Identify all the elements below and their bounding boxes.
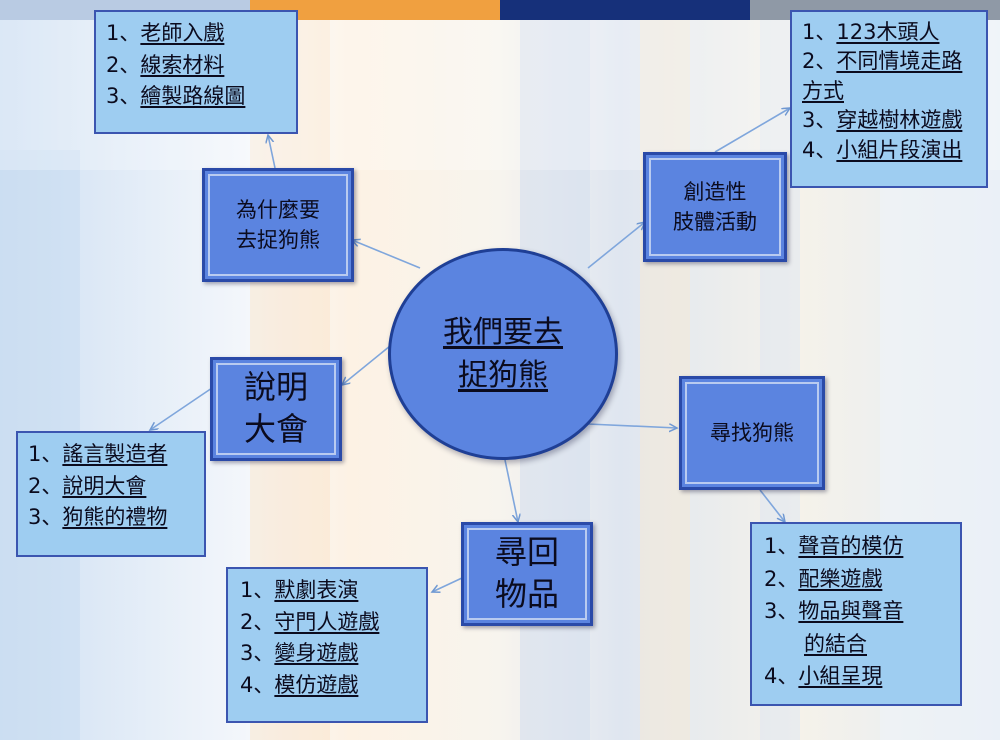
list-item[interactable]: 4、小組片段演出 [802, 137, 963, 162]
list-item[interactable]: 1、老師入戲 [106, 21, 225, 45]
arrow-find-to-list [759, 489, 785, 522]
node-creative-line-1: 創造性 [683, 179, 747, 204]
center-topic-line-2: 捉狗熊 [458, 358, 548, 393]
list-creative: 1、123木頭人 2、不同情境走路方式 3、穿越樹林遊戲 4、小組片段演出 [790, 10, 988, 188]
arrow-center-to-retrieve [504, 459, 518, 522]
list-retrieve: 1、默劇表演 2、守門人遊戲 3、變身遊戲 4、模仿遊戲 [226, 567, 428, 723]
top-bar-segment [500, 0, 750, 20]
list-item[interactable]: 2、配樂遊戲 [764, 566, 883, 591]
list-item[interactable]: 3、物品與聲音 [764, 599, 904, 624]
node-explain-line-2: 大會 [243, 410, 308, 448]
list-item[interactable]: 4、小組呈現 [764, 664, 883, 689]
list-item[interactable]: 2、說明大會 [28, 473, 147, 498]
list-item[interactable]: 4、模仿遊戲 [240, 672, 359, 697]
arrow-center-to-why [352, 240, 421, 269]
arrow-explain-to-list [150, 387, 213, 430]
arrow-center-to-creative [587, 222, 645, 269]
center-topic-line-1: 我們要去 [443, 314, 563, 350]
list-item[interactable]: 的結合 [804, 631, 867, 656]
list-item[interactable]: 1、聲音的模仿 [764, 534, 904, 558]
list-item[interactable]: 3、變身遊戲 [240, 641, 359, 665]
node-creative-line-2: 肢體活動 [673, 210, 757, 234]
node-find-bear-line-1: 尋找狗熊 [710, 420, 794, 445]
arrow-creative-to-list [714, 108, 790, 153]
arrow-center-to-explain [342, 345, 391, 385]
list-item[interactable]: 3、穿越樹林遊戲 [802, 108, 963, 133]
node-creative[interactable]: 創造性 肢體活動 [643, 152, 787, 262]
arrow-center-to-find [587, 423, 677, 428]
list-item[interactable]: 3、狗熊的禮物 [28, 505, 168, 529]
node-why[interactable]: 為什麼要 去捉狗熊 [202, 168, 354, 282]
arrow-retrieve-to-list [432, 577, 463, 592]
list-item[interactable]: 2、守門人遊戲 [240, 609, 380, 634]
list-item[interactable]: 3、繪製路線圖 [106, 84, 246, 108]
list-explain: 1、謠言製造者 2、說明大會 3、狗熊的禮物 [16, 431, 206, 557]
arrow-why-to-list [268, 135, 276, 169]
node-retrieve-line-2: 物品 [494, 575, 559, 613]
node-explain-line-1: 說明 [243, 368, 308, 407]
node-why-line-1: 為什麼要 [236, 197, 320, 222]
node-retrieve-line-1: 尋回 [494, 533, 559, 572]
list-why: 1、老師入戲 2、線索材料 3、繪製路線圖 [94, 10, 298, 134]
node-retrieve[interactable]: 尋回 物品 [461, 522, 593, 626]
list-find-bear: 1、聲音的模仿 2、配樂遊戲 3、物品與聲音 的結合 4、小組呈現 [750, 522, 962, 706]
list-item[interactable]: 2、不同情境走路方式 [802, 49, 963, 103]
list-item[interactable]: 1、123木頭人 [802, 20, 940, 44]
node-explain[interactable]: 說明 大會 [210, 357, 342, 461]
node-why-line-2: 去捉狗熊 [236, 228, 320, 252]
list-item[interactable]: 2、線索材料 [106, 52, 225, 77]
center-topic-node[interactable]: 我們要去 捉狗熊 [388, 248, 618, 460]
list-item[interactable]: 1、默劇表演 [240, 578, 359, 602]
top-bar-segment [250, 0, 500, 20]
list-item[interactable]: 1、謠言製造者 [28, 442, 168, 466]
node-find-bear[interactable]: 尋找狗熊 [679, 376, 825, 490]
